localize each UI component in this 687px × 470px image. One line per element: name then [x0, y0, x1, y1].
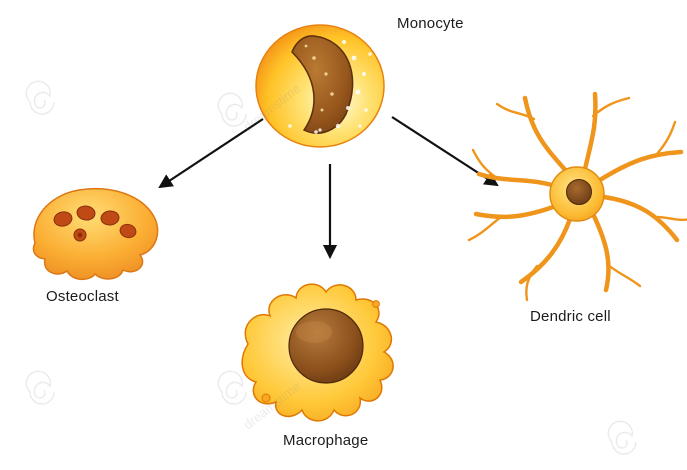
watermark-spiral-icon [217, 370, 247, 405]
arrow-to-osteoclast [158, 118, 264, 189]
watermark-spiral-icon [25, 80, 55, 115]
watermark-spiral-icon [217, 92, 247, 127]
osteoclast-nuclei [53, 205, 137, 242]
dendritic-nucleus [566, 179, 592, 205]
macrophage-label: Macrophage [283, 432, 369, 449]
monocyte-nucleus [291, 35, 354, 134]
osteoclast-body [32, 188, 159, 280]
monocyte-granules [288, 40, 372, 134]
watermark-spiral-icon [25, 370, 55, 405]
osteoclast-label: Osteoclast [46, 288, 119, 305]
monocyte-label: Monocyte [397, 15, 464, 32]
osteoclast-nucleolus [77, 232, 83, 238]
macrophage-vesicle [372, 300, 380, 308]
macrophage-nucleus [288, 308, 364, 384]
dendritic-cell [467, 91, 687, 302]
osteoclast-cell [32, 188, 159, 280]
dendritic-processes [467, 91, 687, 302]
macrophage-cell [241, 283, 394, 422]
monocyte-nucleus-speckles [304, 44, 334, 112]
macrophage-nucleus-highlight [296, 321, 332, 343]
monocyte-cell [255, 24, 385, 148]
macrophage-vesicle [261, 393, 271, 403]
dendritic-cell-label: Dendric cell [530, 308, 611, 325]
watermark-spirals [25, 80, 637, 455]
watermark-spiral-icon [607, 420, 637, 455]
